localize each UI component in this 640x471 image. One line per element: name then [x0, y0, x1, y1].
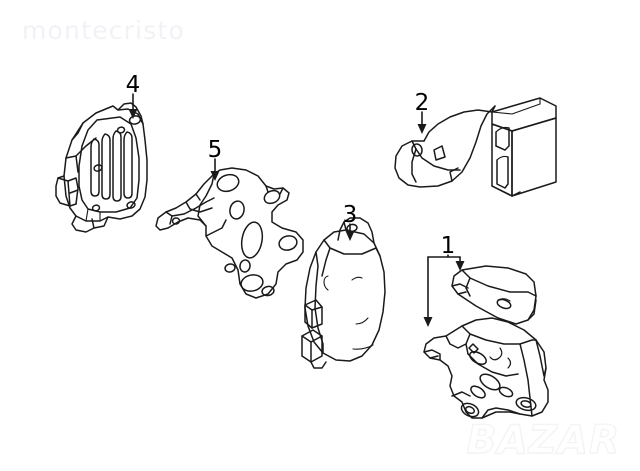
callout-label-3: 3	[343, 202, 358, 228]
callout-label-4: 4	[126, 72, 141, 98]
part-3-control-unit	[301, 217, 386, 369]
callout-leaders	[128, 93, 465, 327]
part-2-module-with-bracket	[394, 97, 557, 197]
part-5-mounting-bracket	[155, 167, 304, 299]
part-4-ecu-heatsink	[55, 102, 148, 233]
callout-label-2: 2	[415, 90, 430, 116]
callout-label-5: 5	[208, 137, 223, 163]
watermark-montecristo: montecristo	[22, 16, 185, 45]
part-1-lower-bracket	[423, 317, 549, 419]
part-1-upper-cover	[451, 265, 537, 325]
watermark-bazar: BAZAR	[466, 417, 620, 463]
callout-label-1: 1	[441, 233, 456, 259]
